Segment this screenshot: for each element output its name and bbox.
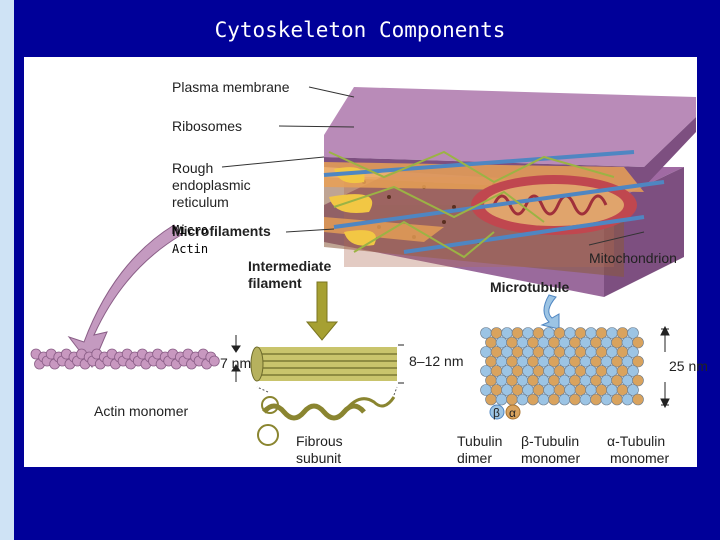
overlay-micro: Micro (172, 223, 209, 237)
cytoskeleton-illustration (30, 86, 696, 446)
label-25nm: 25 nm (669, 358, 708, 374)
label-filament: filament (248, 275, 302, 291)
label-7nm: 7 nm (220, 355, 252, 371)
microtubule-arrow (540, 294, 560, 330)
label-reticulum: reticulum (172, 194, 229, 210)
label-8-12nm: 8–12 nm (409, 353, 464, 369)
slide-title: Cytoskeleton Components (214, 18, 506, 42)
label-alpha-tubulin: α-Tubulin (607, 433, 666, 449)
label-monomer-beta: monomer (521, 450, 581, 466)
cell-slab-illustration (323, 87, 696, 297)
label-mitochondrion: Mitochondrion (589, 250, 677, 266)
label-plasma-membrane: Plasma membrane (172, 79, 290, 95)
intermediate-arrow (305, 281, 339, 341)
label-subunit: subunit (296, 450, 342, 466)
cytoskeleton-figure: Plasma membrane Ribosomes Rough endoplas… (24, 57, 708, 467)
microtubule-lattice (480, 327, 644, 420)
left-strip (0, 0, 14, 540)
actin-arrow (67, 224, 182, 368)
overlay-actin: Actin (172, 242, 209, 256)
label-rough: Rough (172, 160, 214, 176)
label-ribosomes: Ribosomes (172, 118, 243, 134)
label-dimer: dimer (457, 450, 493, 466)
label-fibrous: Fibrous (296, 433, 343, 449)
label-microtubule: Microtubule (490, 279, 570, 295)
label-endoplasmic: endoplasmic (172, 177, 251, 193)
label-monomer-alpha: monomer (610, 450, 670, 466)
label-beta-tubulin: β-Tubulin (521, 433, 580, 449)
actin-filament (30, 348, 220, 370)
label-beta-symbol: β (493, 406, 500, 420)
intermediate-filament-rope (250, 346, 398, 446)
label-intermediate: Intermediate (248, 258, 332, 274)
label-tubulin: Tubulin (457, 433, 503, 449)
leader-lines (221, 86, 645, 246)
label-actin-monomer: Actin monomer (94, 403, 189, 419)
label-alpha-symbol: α (509, 406, 516, 420)
label-microfilaments: Microfilaments (172, 223, 271, 239)
dimension-markers (231, 325, 670, 409)
